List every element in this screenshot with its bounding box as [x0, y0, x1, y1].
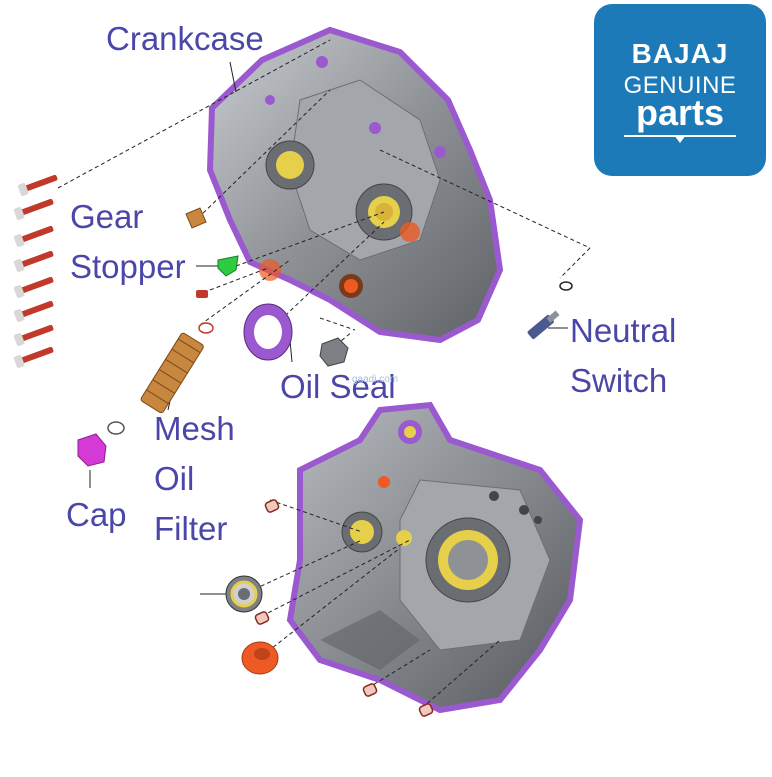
label-switch: Switch [570, 362, 668, 399]
leader-lines [57, 39, 591, 709]
logo-brand: BAJAJ [631, 38, 729, 69]
label-stopper: Stopper [70, 248, 186, 285]
small-parts [77, 207, 573, 717]
upper-bearing-left [276, 151, 304, 179]
label-gear: Gear [70, 198, 144, 235]
label-filter: Filter [154, 510, 228, 547]
lower-gasket-edge [286, 401, 584, 714]
label-neutral: Neutral [570, 312, 677, 349]
label-oil: Oil [154, 460, 195, 497]
label-crankcase: Crankcase [106, 20, 264, 57]
logo-arrow-icon [674, 135, 686, 143]
lower-bearing-left [350, 520, 374, 544]
label-cap: Cap [66, 496, 127, 533]
label-oil-seal: Oil Seal [280, 368, 396, 405]
lower-crankcase [286, 401, 584, 714]
logo-parts: parts [635, 92, 725, 133]
crankcase-bolts [13, 174, 58, 368]
upper-crankcase [206, 26, 504, 344]
watermark-text: gaadi.com [352, 374, 399, 385]
label-mesh: Mesh [154, 410, 235, 447]
upper-gasket-edge [206, 26, 504, 344]
logo-genuine: GENUINE [623, 72, 737, 99]
bajaj-genuine-parts-logo: BAJAJ GENUINE parts [594, 4, 766, 176]
